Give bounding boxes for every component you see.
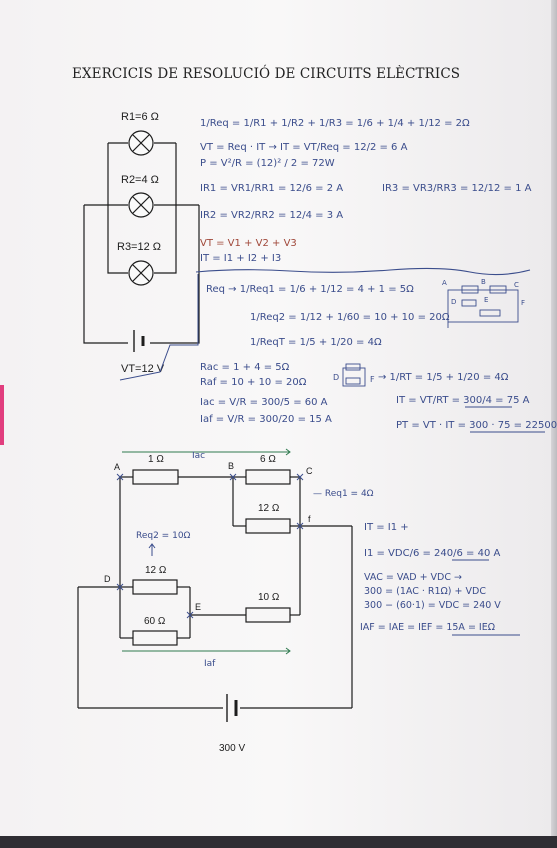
bracket-line bbox=[119, 274, 199, 381]
circuit-2 bbox=[77, 476, 353, 722]
label-r3: R3=12 Ω bbox=[117, 241, 161, 253]
label-iac: Iac bbox=[192, 451, 205, 461]
note-line: 300 − (60·1) = VDC = 240 V bbox=[364, 600, 501, 611]
sketch-label-a: A bbox=[442, 279, 447, 287]
node-a: A bbox=[114, 462, 120, 472]
node-e: E bbox=[195, 602, 201, 612]
page-edge bbox=[551, 0, 557, 848]
mini-circuit-sketch-2 bbox=[342, 363, 366, 387]
label-r-mid: 12 Ω bbox=[258, 503, 280, 514]
note-line: Raf = 10 + 10 = 20Ω bbox=[200, 377, 307, 388]
note-line: IT = I1 + I2 + I3 bbox=[200, 253, 281, 264]
resistor-10ohm bbox=[245, 607, 291, 623]
note-line: VAC = VAD + VDC → bbox=[364, 572, 462, 583]
note-line: VT = Req · IT → IT = VT/Req = 12/2 = 6 A bbox=[200, 142, 408, 153]
mini-circuit-sketch bbox=[447, 285, 519, 328]
page-title: EXERCICIS DE RESOLUCIÓ DE CIRCUITS ELÈCT… bbox=[72, 66, 461, 82]
sketch-label-d: D bbox=[451, 298, 456, 306]
note-line: 1/Req2 = 1/12 + 1/60 = 10 + 10 = 20Ω bbox=[250, 312, 450, 323]
note-line: I1 = VDC/6 = 240/6 = 40 A bbox=[364, 548, 500, 559]
label-r-d1: 12 Ω bbox=[145, 565, 167, 576]
note-line: P = V²/R = (12)² / 2 = 72W bbox=[200, 158, 335, 169]
page-tab-marker bbox=[0, 385, 4, 445]
node-c: C bbox=[306, 466, 313, 476]
label-r-d2: 60 Ω bbox=[144, 616, 166, 627]
node-b: B bbox=[228, 461, 234, 471]
label-r2: R2=4 Ω bbox=[121, 174, 159, 186]
background-surface bbox=[0, 836, 557, 848]
resistor-12ohm-mid bbox=[245, 518, 291, 534]
note-line: Rac = 1 + 4 = 5Ω bbox=[200, 362, 290, 373]
note-line: IR1 = VR1/RR1 = 12/6 = 2 A bbox=[200, 183, 343, 194]
circuit-1 bbox=[83, 142, 200, 352]
sketch-label-b: B bbox=[481, 278, 486, 286]
note-line: 300 = (1AC · R1Ω) + VDC bbox=[364, 586, 486, 597]
note-line: → 1/RT = 1/5 + 1/20 = 4Ω bbox=[378, 372, 509, 383]
label-voltage: 300 V bbox=[219, 743, 245, 754]
label-r1: R1=6 Ω bbox=[121, 111, 159, 123]
sketch-label-f: F bbox=[521, 299, 525, 307]
notes-block-3: IT = I1 + I1 = VDC/6 = 240/6 = 40 A VAC … bbox=[360, 522, 520, 636]
note-line: IR2 = VR2/RR2 = 12/4 = 3 A bbox=[200, 210, 343, 221]
note-line: IT = VT/RT = 300/4 = 75 A bbox=[396, 395, 530, 406]
resistor-12ohm-d bbox=[132, 579, 178, 595]
label-r-bc: 6 Ω bbox=[260, 454, 276, 465]
note-line: 1/Req = 1/R1 + 1/R2 + 1/R3 = 1/6 + 1/4 +… bbox=[200, 118, 470, 129]
note-line: Iac = V/R = 300/5 = 60 A bbox=[200, 397, 328, 408]
note-line: PT = VT · IT = 300 · 75 = 22500W bbox=[396, 420, 557, 431]
notes-block-2: Req → 1/Req1 = 1/6 + 1/12 = 4 + 1 = 5Ω 1… bbox=[200, 284, 557, 433]
notes-block-1: 1/Req = 1/R1 + 1/R2 + 1/R3 = 1/6 + 1/4 +… bbox=[200, 118, 532, 264]
wavy-divider bbox=[195, 267, 531, 276]
label-req2: Req2 = 10Ω bbox=[136, 531, 191, 541]
lamp-r3-icon bbox=[128, 260, 154, 286]
label-vt: VT=12 V bbox=[121, 363, 165, 375]
sketch-label-e: E bbox=[484, 296, 488, 304]
label-iaf: Iaf bbox=[204, 659, 216, 669]
resistor-1ohm bbox=[132, 469, 179, 485]
note-line: 1/ReqT = 1/5 + 1/20 = 4Ω bbox=[250, 337, 382, 348]
node-f: f bbox=[308, 514, 311, 524]
node-d: D bbox=[104, 574, 111, 584]
note-line: VT = V1 + V2 + V3 bbox=[200, 238, 297, 249]
lamp-r1-icon bbox=[128, 130, 154, 156]
resistor-6ohm bbox=[245, 469, 291, 485]
label-req1: — Req1 = 4Ω bbox=[313, 489, 374, 499]
note-line: IAF = IAE = IEF = 15A = IEΩ bbox=[360, 622, 495, 633]
up-arrow-icon bbox=[148, 543, 156, 556]
current-arrows bbox=[122, 448, 291, 655]
sketch2-label-f: F bbox=[370, 375, 375, 384]
note-line: IR3 = VR3/RR3 = 12/12 = 1 A bbox=[382, 183, 532, 194]
resistor-60ohm bbox=[132, 630, 178, 646]
note-line: IT = I1 + bbox=[364, 522, 409, 533]
note-line: Iaf = V/R = 300/20 = 15 A bbox=[200, 414, 332, 425]
lamp-r2-icon bbox=[128, 192, 154, 218]
node-markers bbox=[116, 473, 304, 619]
sketch2-label-d: D bbox=[333, 373, 339, 382]
label-r-e: 10 Ω bbox=[258, 592, 280, 603]
label-r-ab: 1 Ω bbox=[148, 454, 164, 465]
note-line: Req → 1/Req1 = 1/6 + 1/12 = 4 + 1 = 5Ω bbox=[206, 284, 414, 295]
sketch-label-c: C bbox=[514, 281, 519, 289]
